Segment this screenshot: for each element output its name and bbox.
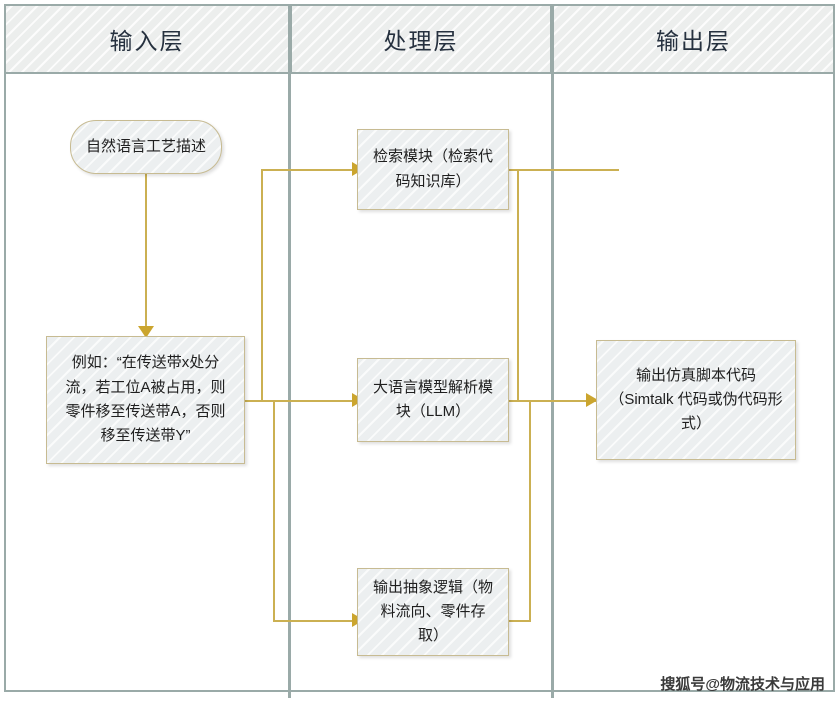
connector-trunk-right-lower	[529, 400, 531, 622]
lane-header-output: 输出层	[552, 4, 835, 74]
node-example-label: 例如：“在传送带x处分流，若工位A被占用，则零件移至传送带A，否则移至传送带Y”	[65, 354, 226, 445]
node-output-code-label: 输出仿真脚本代码（Simtalk 代码或伪代码形式）	[609, 366, 783, 433]
connector-to-abstract-logic	[273, 620, 371, 622]
node-output-code[interactable]: 输出仿真脚本代码（Simtalk 代码或伪代码形式）	[596, 340, 796, 460]
node-abstract-logic[interactable]: 输出抽象逻辑（物料流向、零件存取）	[357, 568, 509, 656]
node-example[interactable]: 例如：“在传送带x处分流，若工位A被占用，则零件移至传送带A，否则移至传送带Y”	[46, 336, 245, 464]
node-retrieval-module[interactable]: 检索模块（检索代码知识库）	[357, 129, 509, 210]
node-start-label: 自然语言工艺描述	[85, 137, 206, 155]
node-llm-module-label: 大语言模型解析模块（LLM）	[372, 378, 493, 420]
connector-to-retrieval	[261, 169, 371, 171]
lane-header-input-label: 输入层	[109, 28, 185, 54]
arrowhead-llm-to-output	[586, 393, 598, 407]
connector-trunk-left-lower	[273, 400, 275, 622]
lane-header-processing-label: 处理层	[383, 28, 459, 54]
node-abstract-logic-label: 输出抽象逻辑（物料流向、零件存取）	[372, 578, 493, 645]
node-retrieval-module-label: 检索模块（检索代码知识库）	[372, 148, 493, 190]
connector-start-to-example	[145, 173, 147, 328]
arrowhead-start-to-example	[138, 326, 154, 338]
lane-header-processing: 处理层	[290, 4, 552, 74]
watermark: 搜狐号@物流技术与应用	[660, 676, 825, 693]
lane-header-input: 输入层	[4, 4, 290, 74]
connector-llm-to-output	[509, 400, 609, 402]
node-llm-module[interactable]: 大语言模型解析模块（LLM）	[357, 358, 509, 442]
connector-retrieval-out	[509, 169, 619, 171]
connector-trunk-left-upper	[261, 169, 263, 402]
lane-divider-2	[551, 4, 554, 698]
lane-divider-1	[288, 4, 291, 698]
node-start[interactable]: 自然语言工艺描述	[70, 120, 222, 174]
connector-example-to-llm	[244, 400, 370, 402]
lane-header-output-label: 输出层	[656, 28, 731, 54]
connector-trunk-right-upper	[517, 169, 519, 402]
connector-abstract-logic-out	[509, 620, 531, 622]
